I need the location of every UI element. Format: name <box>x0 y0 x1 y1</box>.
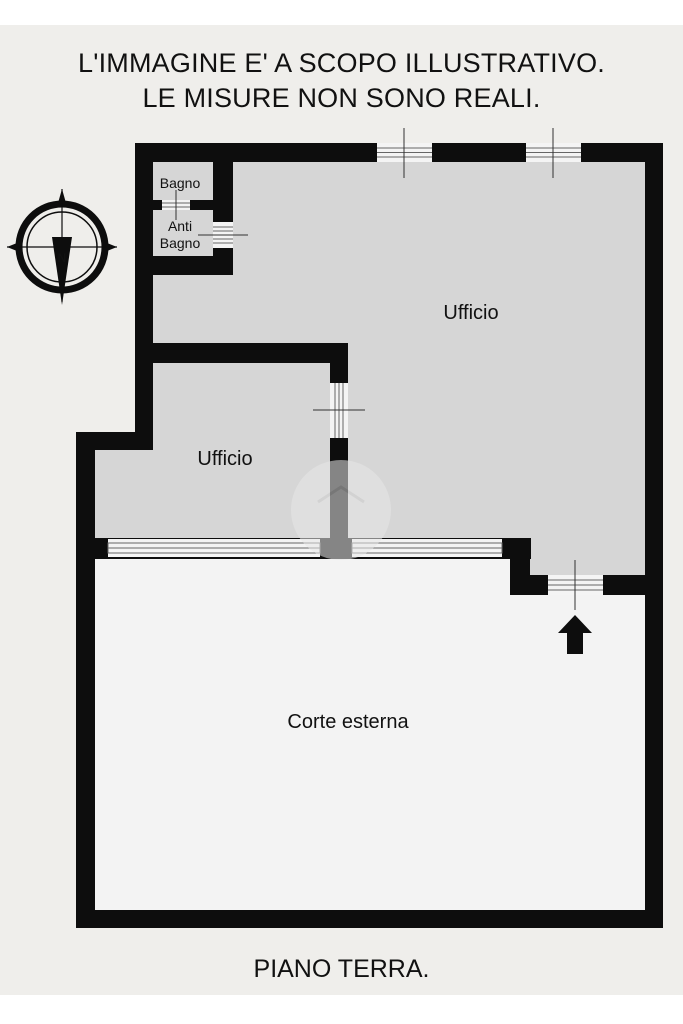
floor-label: PIANO TERRA. <box>253 955 430 983</box>
compass-icon <box>7 189 117 305</box>
label-ufficio-main: Ufficio <box>443 302 498 324</box>
entrance-door <box>548 560 603 610</box>
ufficio-main-area <box>153 162 645 575</box>
disclaimer-line-2: LE MISURE NON SONO REALI. <box>142 83 541 113</box>
door-bagno <box>162 190 190 220</box>
window-top-right <box>526 128 581 178</box>
glazing-left <box>107 539 321 557</box>
label-corte-esterna: Corte esterna <box>287 711 409 733</box>
compass-north-label: N <box>58 251 67 265</box>
bagno-area <box>153 162 213 200</box>
entrance-arrow-icon <box>558 615 592 654</box>
watermark-logo <box>291 460 391 560</box>
anti-bagno-area <box>153 210 213 256</box>
door-partition <box>313 383 365 438</box>
corte-esterna-area <box>95 559 645 910</box>
label-bagno: Bagno <box>160 175 201 191</box>
label-anti-bagno-1: Anti <box>168 218 192 234</box>
label-anti-bagno-2: Bagno <box>160 235 201 251</box>
label-ufficio-small: Ufficio <box>197 448 252 470</box>
partition-wall-horizontal <box>135 343 348 363</box>
window-top-left <box>377 128 432 178</box>
ufficio-small-area <box>95 362 330 538</box>
disclaimer-line-1: L'IMMAGINE E' A SCOPO ILLUSTRATIVO. <box>78 48 605 78</box>
door-anti-bagno <box>198 222 248 248</box>
